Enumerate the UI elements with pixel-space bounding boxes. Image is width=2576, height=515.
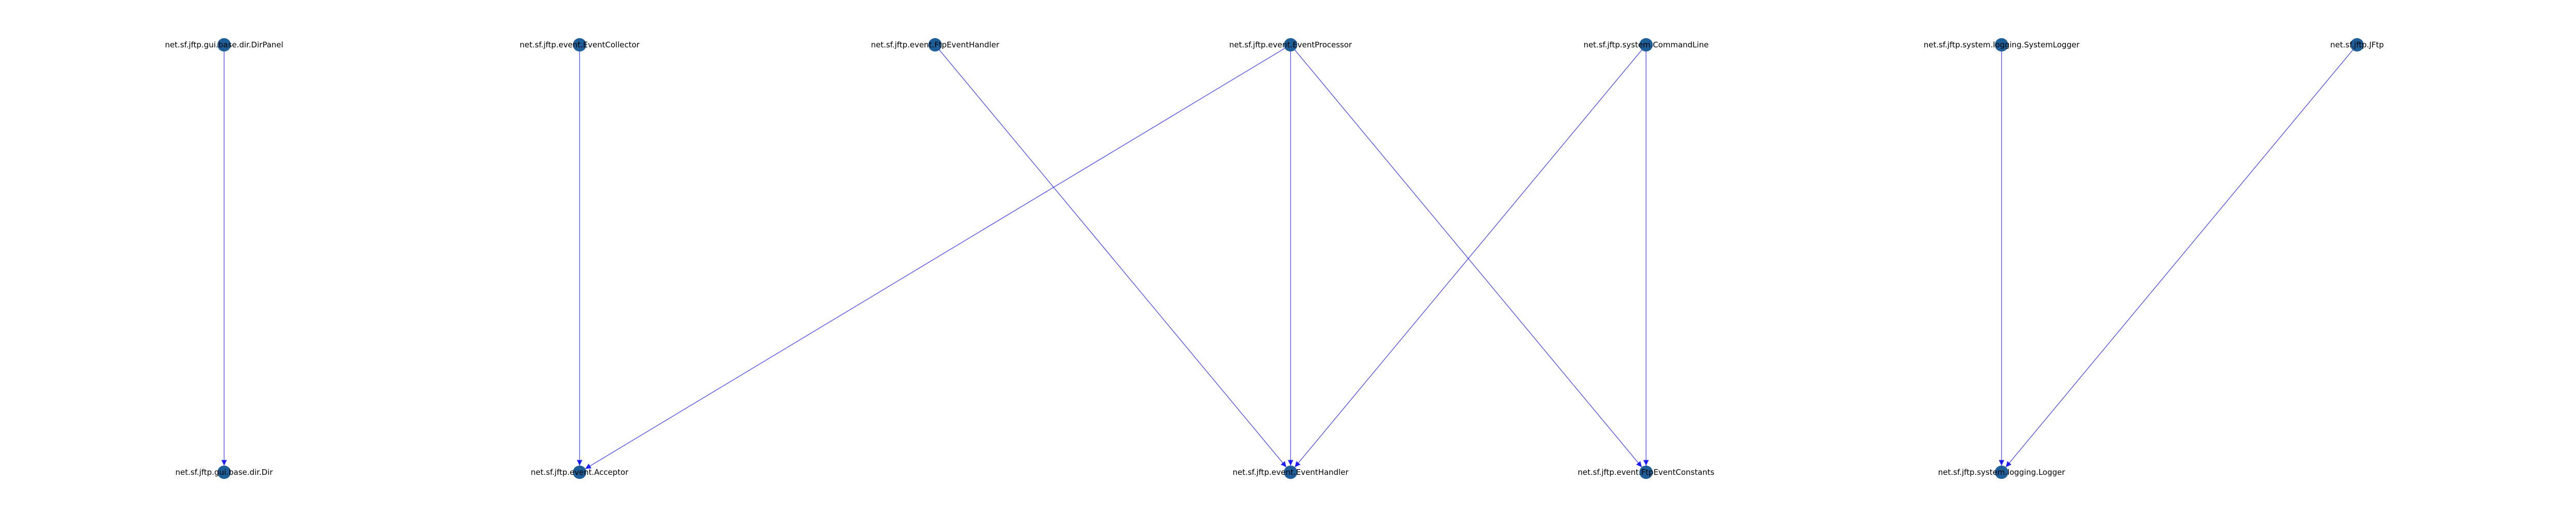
edge-n5-n10 [1294,44,1647,468]
node-n7[interactable] [2350,38,2364,52]
node-n9[interactable] [573,466,586,479]
edge-n4-n9 [585,44,1291,469]
node-label: net.sf.jftp.gui.base.dir.Dir [175,468,273,477]
edges-layer [221,44,2358,469]
node-n4[interactable] [1284,38,1297,52]
node-label: net.sf.jftp.event.EventProcessor [1229,40,1352,49]
nodes-layer [217,38,2364,479]
edge-n7-n12 [2005,44,2358,468]
node-label: net.sf.jftp.event.FtpEventConstants [1578,468,1714,477]
node-n2[interactable] [573,38,586,52]
node-n10[interactable] [1284,466,1297,479]
node-label: net.sf.jftp.event.EventHandler [1232,468,1349,477]
node-n8[interactable] [217,466,231,479]
node-label: net.sf.jftp.event.EventCollector [520,40,640,49]
node-label: net.sf.jftp.event.Acceptor [531,468,629,477]
node-label: net.sf.jftp.event.FtpEventHandler [871,40,999,49]
node-n5[interactable] [1639,38,1653,52]
edge-n4-n11 [1290,44,1642,468]
node-n12[interactable] [1995,466,2008,479]
node-n3[interactable] [928,38,942,52]
labels-layer: net.sf.jftp.gui.base.dir.DirPanel net.sf.… [165,40,2384,477]
node-label: net.sf.jftp.system.CommandLine [1584,40,1709,49]
node-label: net.sf.jftp.system.logging.Logger [1938,468,2065,477]
node-n11[interactable] [1639,466,1653,479]
node-n6[interactable] [1995,38,2008,52]
edge-n3-n10 [935,44,1287,468]
node-label: net.sf.jftp.gui.base.dir.DirPanel [165,40,283,49]
node-label: net.sf.jftp.JFtp [2330,40,2384,49]
node-n1[interactable] [217,38,231,52]
node-label: net.sf.jftp.system.logging.SystemLogger [1924,40,2080,49]
